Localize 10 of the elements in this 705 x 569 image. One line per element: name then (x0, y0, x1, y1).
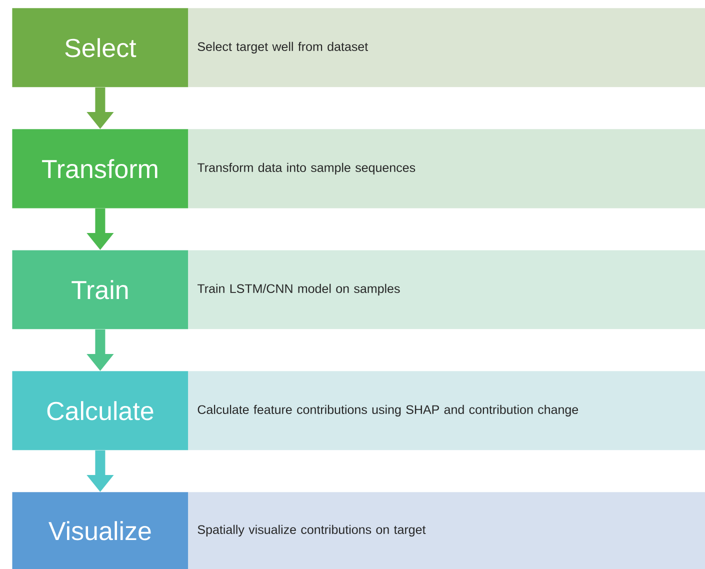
description-band: Spatially visualize contributions on target (188, 492, 705, 569)
description-band: Calculate feature contributions using SHAP and contribution change (188, 371, 705, 450)
step-box: Visualize (12, 492, 188, 569)
step-box: Select (12, 8, 188, 88)
description-band: Transform data into sample sequences (188, 129, 705, 208)
description-band: Train LSTM/CNN model on samples (188, 250, 705, 330)
step-box: Calculate (12, 371, 188, 450)
step-box: Train (12, 250, 188, 330)
description-band: Select target well from dataset (188, 8, 705, 88)
step-box: Transform (12, 129, 188, 208)
